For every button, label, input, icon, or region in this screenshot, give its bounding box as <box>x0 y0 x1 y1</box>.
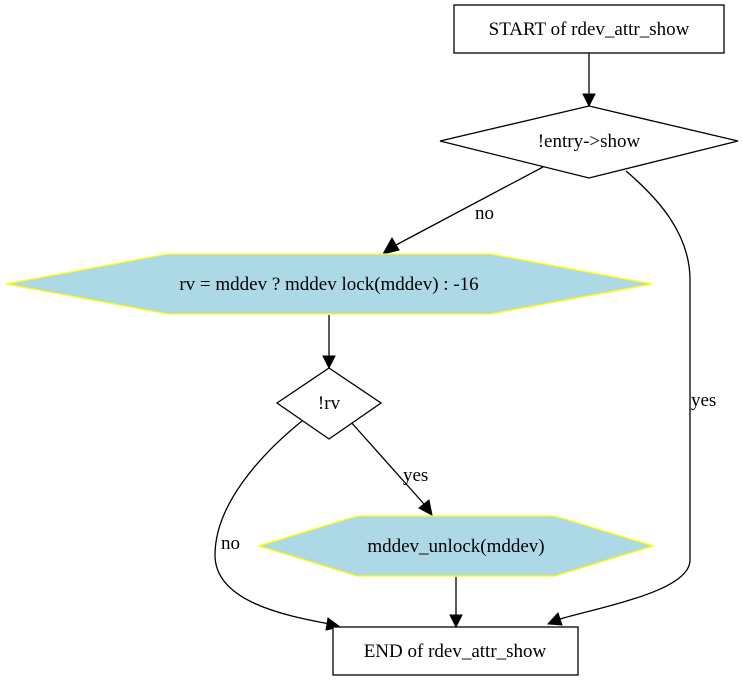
edge-label-show-no: no <box>475 203 494 224</box>
assign-rv-label: rv = mddev ? mddev lock(mddev) : -16 <box>179 274 478 295</box>
process-assign-rv: rv = mddev ? mddev lock(mddev) : -16 <box>5 253 653 315</box>
edge-check-show-yes <box>559 170 691 620</box>
check-show-diamond <box>439 105 739 179</box>
edge-arrowhead <box>546 612 563 626</box>
node-start: START of rdev_attr_show <box>453 4 725 54</box>
edge-check-rv-no <box>214 420 331 625</box>
edge-check-show-no <box>395 166 544 246</box>
unlock-hexagon <box>256 515 656 577</box>
edge-arrowhead <box>582 93 596 108</box>
edge-arrowhead <box>418 499 433 516</box>
edge-label-rv-yes: yes <box>403 465 428 486</box>
end-box <box>332 626 579 676</box>
unlock-label: mddev_unlock(mddev) <box>367 536 544 557</box>
process-unlock: mddev_unlock(mddev) <box>256 515 656 577</box>
edge-arrowhead <box>449 614 463 629</box>
start-label: START of rdev_attr_show <box>489 19 690 40</box>
decision-check-show: !entry->show <box>439 105 739 179</box>
check-show-label: !entry->show <box>538 131 641 152</box>
start-box <box>453 4 725 54</box>
edge-arrowhead <box>381 236 400 255</box>
end-label: END of rdev_attr_show <box>364 641 547 662</box>
edge-label-rv-no: no <box>221 533 240 554</box>
node-end: END of rdev_attr_show <box>332 626 579 676</box>
edge-check-rv-yes <box>349 420 425 505</box>
decision-check-rv: !rv <box>275 367 383 440</box>
edge-label-show-yes: yes <box>691 390 716 411</box>
check-rv-diamond <box>275 367 383 440</box>
edge-arrowhead <box>322 355 336 370</box>
check-rv-label: !rv <box>318 393 341 414</box>
assign-rv-hexagon <box>5 253 653 315</box>
